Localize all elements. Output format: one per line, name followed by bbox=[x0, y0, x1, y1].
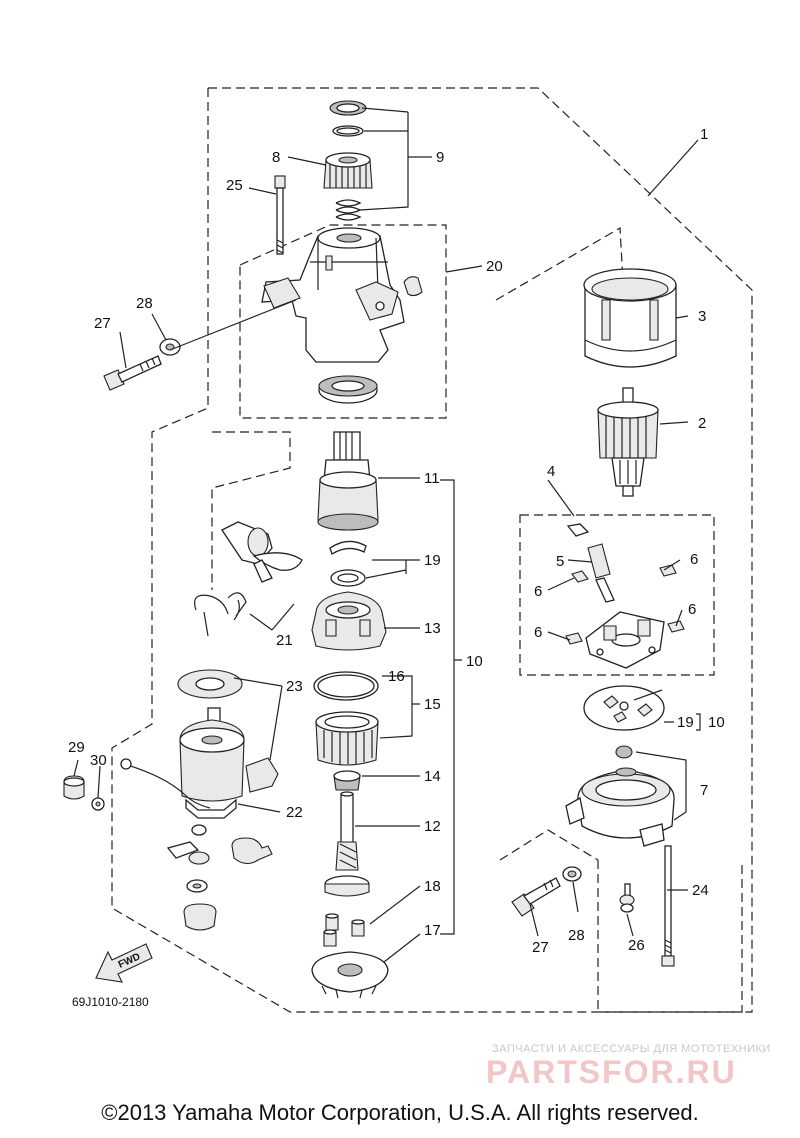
through-bolt bbox=[274, 175, 286, 255]
dowel-pin bbox=[403, 276, 423, 297]
callout-6: 6 bbox=[690, 551, 698, 568]
callout-29: 29 bbox=[68, 739, 85, 756]
watermark-tagline: ЗАПЧАСТИ И АКСЕССУАРЫ ДЛЯ МОТОТЕХНИКИ bbox=[492, 1043, 771, 1055]
callout-2: 2 bbox=[698, 415, 706, 432]
callout-28-right: 28 bbox=[568, 927, 585, 944]
callout-22: 22 bbox=[286, 804, 303, 821]
callout-11: 11 bbox=[424, 470, 440, 487]
armature bbox=[597, 387, 659, 497]
callout-30: 30 bbox=[90, 752, 107, 769]
return-spring bbox=[335, 199, 362, 221]
callout-10-right: 10 bbox=[708, 714, 725, 731]
watermark-logo: PARTSFOR.RU bbox=[486, 1054, 737, 1090]
callout-13: 13 bbox=[424, 620, 441, 637]
callout-9: 9 bbox=[436, 149, 444, 166]
rear-cover-assembly bbox=[565, 685, 675, 847]
leader-lines bbox=[73, 107, 701, 963]
mount-bolt-left bbox=[103, 338, 181, 391]
callout-28: 28 bbox=[136, 295, 153, 312]
callout-20: 20 bbox=[486, 258, 503, 275]
callout-10: 10 bbox=[466, 653, 483, 670]
callout-6: 6 bbox=[534, 583, 542, 600]
callout-12: 12 bbox=[424, 818, 441, 835]
callout-25: 25 bbox=[226, 177, 243, 194]
callout-1: 1 bbox=[700, 126, 708, 143]
callout-8: 8 bbox=[272, 149, 280, 166]
shift-lever bbox=[194, 521, 303, 637]
callout-15: 15 bbox=[424, 696, 441, 713]
callout-16: 16 bbox=[388, 668, 405, 685]
callout-19-right: 19 bbox=[677, 714, 694, 731]
drive-stack bbox=[311, 431, 389, 999]
callout-17: 17 bbox=[424, 922, 441, 939]
callout-27-right: 27 bbox=[532, 939, 549, 956]
front-housing bbox=[261, 227, 423, 404]
callout-3: 3 bbox=[698, 308, 706, 325]
assembly-boundaries bbox=[111, 87, 753, 1013]
callout-26: 26 bbox=[628, 937, 645, 954]
brush-holder-assembly bbox=[565, 523, 685, 669]
callout-24: 24 bbox=[692, 882, 709, 899]
drawing-code: 69J1010-2180 bbox=[72, 995, 149, 1009]
callout-27: 27 bbox=[94, 315, 111, 332]
callout-7: 7 bbox=[700, 782, 708, 799]
forward-direction-badge: FWD bbox=[95, 943, 153, 983]
yoke bbox=[583, 268, 677, 368]
callout-numbers: 1 2 3 4 5 6 6 6 6 7 8 9 10 11 12 13 14 1… bbox=[68, 126, 725, 956]
callout-19: 19 bbox=[424, 552, 441, 569]
callout-23: 23 bbox=[286, 678, 303, 695]
copyright-footer: ©2013 Yamaha Motor Corporation, U.S.A. A… bbox=[101, 1100, 699, 1125]
callout-6: 6 bbox=[534, 624, 542, 641]
pinion-gear-set bbox=[323, 100, 373, 221]
solenoid-assembly bbox=[63, 669, 279, 931]
callout-14: 14 bbox=[424, 768, 441, 785]
rear-fasteners bbox=[511, 845, 675, 967]
callout-21: 21 bbox=[276, 632, 293, 649]
callout-18: 18 bbox=[424, 878, 441, 895]
callout-4: 4 bbox=[547, 463, 555, 480]
callout-5: 5 bbox=[556, 553, 564, 570]
callout-6: 6 bbox=[688, 601, 696, 618]
